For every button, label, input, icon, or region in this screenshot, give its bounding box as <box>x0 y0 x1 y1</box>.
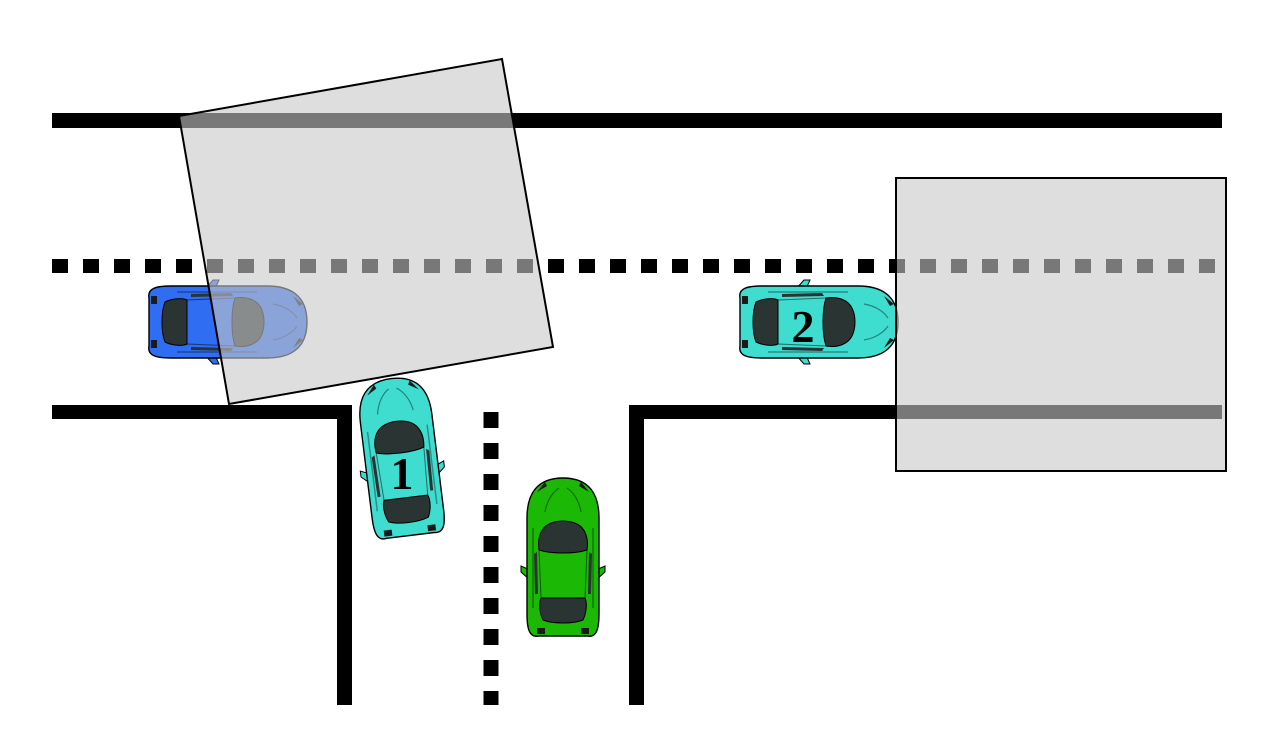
car-green <box>520 477 606 638</box>
car-1-label: 1 <box>391 448 414 499</box>
car-2-label: 2 <box>792 301 815 352</box>
side-road-edge-right <box>629 405 644 705</box>
side-road-edge-left <box>337 405 352 705</box>
car-2 <box>738 279 899 365</box>
road-edge-bottom-left <box>52 405 352 419</box>
overlay-zone-right <box>895 177 1227 472</box>
overlay-zone-left <box>177 57 555 406</box>
